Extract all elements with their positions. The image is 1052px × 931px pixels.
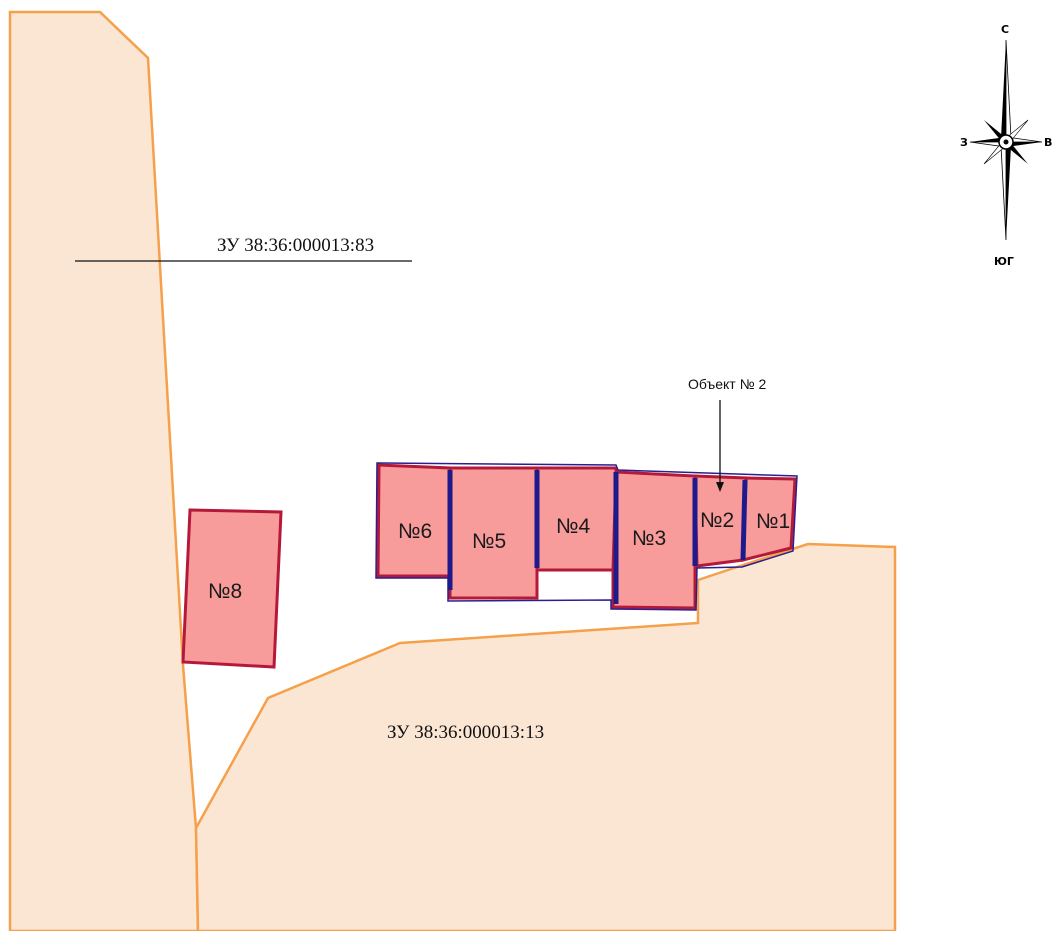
land-plot-left <box>8 10 200 931</box>
building-1-label: №1 <box>756 510 790 533</box>
plot-13-label: ЗУ 38:36:000013:13 <box>387 722 544 743</box>
building-5-label: №5 <box>472 530 506 553</box>
divider-2-1 <box>740 479 748 561</box>
compass-south-label: ЮГ <box>994 255 1014 268</box>
building-2-label: №2 <box>700 509 734 532</box>
land-plot-13 <box>194 542 897 931</box>
building-4-label: №4 <box>556 515 591 538</box>
building-8 <box>181 508 283 669</box>
compass-rose <box>969 39 1043 241</box>
compass-north-label: С <box>1001 23 1009 36</box>
plot-83-label: ЗУ 38:36:000013:83 <box>217 235 374 256</box>
object-2-callout-arrowhead <box>716 482 724 492</box>
compass-west-label: З <box>960 136 968 149</box>
compass-east-label: В <box>1044 136 1052 149</box>
building-3-label: №3 <box>632 527 666 550</box>
object-2-callout-label: Объект № 2 <box>688 376 766 392</box>
building-6-label: №6 <box>398 520 432 543</box>
building-8-label: №8 <box>208 580 242 603</box>
